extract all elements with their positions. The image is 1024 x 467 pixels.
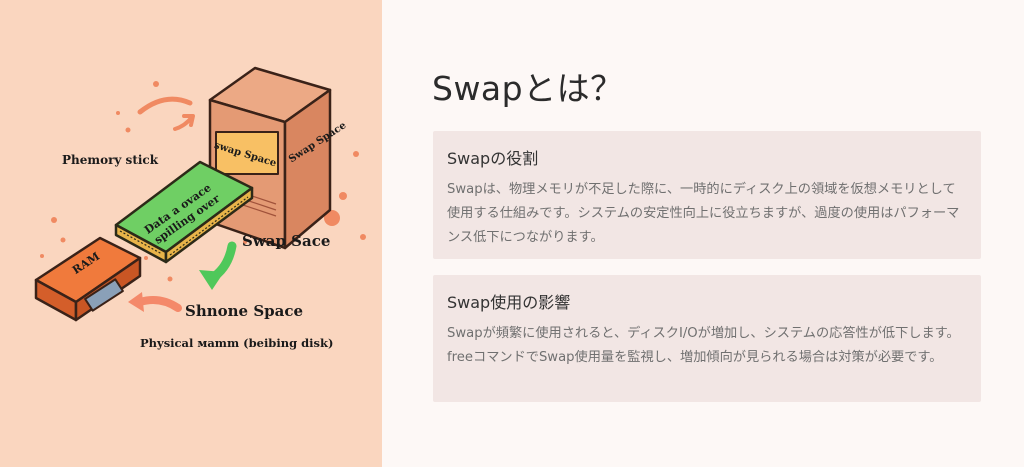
curved-arrow-top-right [173,114,195,131]
memory-stick-label: Phemory stick [62,153,159,167]
orange-return-arrow [128,292,182,312]
illustration-panel: Phemory stick swap Space Swap Space Data… [0,0,382,467]
ram-module [34,236,142,322]
page-title: Swapとは？ [432,69,624,108]
swap-space-label: Swap Sace [242,232,331,250]
card-title: Swap使用の影響 [447,293,571,312]
info-card-swap-impact: Swap使用の影響 Swapが頻繁に使用されると、ディスクI/Oが増加し、システ… [433,275,981,402]
swap-illustration [34,66,366,322]
curved-arrow-top-left [137,96,193,115]
info-card-swap-role: Swapの役割 Swapは、物理メモリが不足した際に、一時的にディスク上の領域を… [433,131,981,259]
card-body: Swapは、物理メモリが不足した際に、一時的にディスク上の領域を仮想メモリとして… [447,182,960,245]
content-panel: Swapとは？ Swapの役割 Swapは、物理メモリが不足した際に、一時的にデ… [382,0,1024,467]
card-body: Swapが頻繁に使用されると、ディスクI/Oが増加し、システムの応答性が低下しま… [447,326,960,365]
decorative-dots [40,81,366,282]
card-title: Swapの役割 [447,149,539,168]
shnone-space-label: Shnone Space [185,302,304,320]
data-memory-stick [114,160,254,264]
physical-memory-label: Physical мamm (beibing disk) [140,336,334,350]
green-down-arrow [199,241,237,290]
